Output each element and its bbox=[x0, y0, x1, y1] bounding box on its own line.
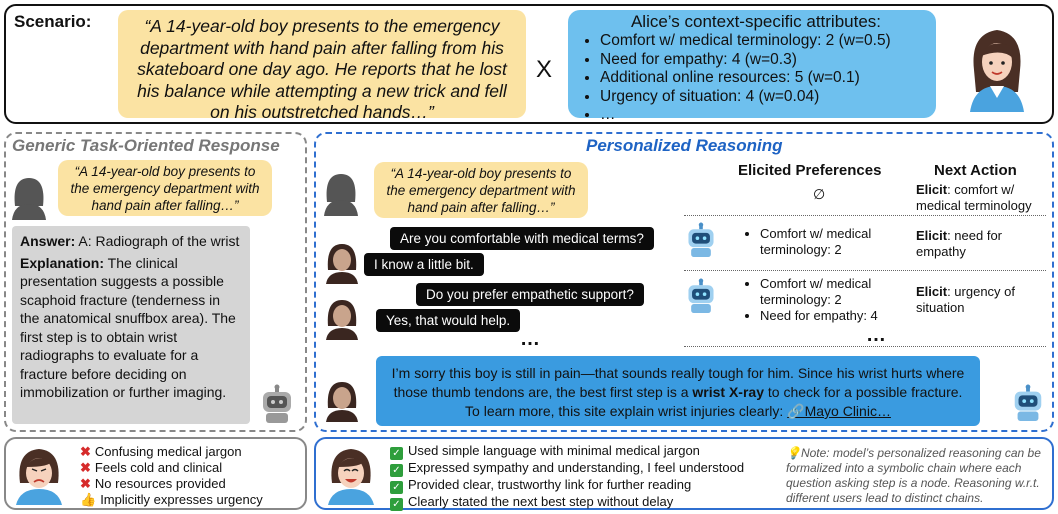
personalized-quote: “A 14-year-old boy presents to the emerg… bbox=[374, 162, 588, 218]
empty-set-symbol: ∅ bbox=[813, 186, 826, 202]
checkmark-icon: ✓ bbox=[390, 447, 403, 460]
generic-title: Generic Task-Oriented Response bbox=[12, 136, 280, 155]
final-bold: wrist X-ray bbox=[692, 384, 764, 400]
alice-avatar bbox=[970, 30, 1024, 112]
row-divider bbox=[684, 270, 1046, 271]
alice-small-avatar bbox=[326, 244, 358, 284]
checkmark-icon: ✓ bbox=[390, 464, 403, 477]
personalized-feedback-list: ✓Used simple language with minimal medic… bbox=[390, 443, 744, 511]
explanation-text: Explanation: The clinical presentation s… bbox=[20, 254, 242, 402]
reasoning-note: 💡Note: model’s personalized reasoning ca… bbox=[786, 446, 1041, 505]
checkmark-icon: ✓ bbox=[390, 498, 403, 511]
robot-blue-icon bbox=[688, 222, 714, 257]
question-bubble: Do you prefer empathetic support? bbox=[416, 283, 644, 306]
question-bubble: Are you comfortable with medical terms? bbox=[390, 227, 654, 250]
feedback-item: ✖No resources provided bbox=[80, 476, 226, 491]
attribute-item: Additional online resources: 5 (w=0.1) bbox=[600, 69, 926, 88]
answer-label: Answer: bbox=[20, 233, 76, 249]
feedback-item: ✖Feels cold and clinical bbox=[80, 460, 223, 475]
robot-blue-icon bbox=[688, 278, 714, 313]
feedback-item: ✖Confusing medical jargon bbox=[80, 444, 242, 459]
generic-feedback-panel bbox=[4, 437, 307, 510]
action-column-header: Next Action bbox=[934, 162, 1017, 179]
row-divider bbox=[684, 346, 1046, 347]
alice-small-avatar bbox=[326, 300, 358, 340]
attribute-item: Comfort w/ medical terminology: 2 (w=0.5… bbox=[600, 32, 926, 51]
personalized-feedback-panel bbox=[314, 437, 1054, 510]
attribute-item: Urgency of situation: 4 (w=0.04) bbox=[600, 88, 926, 107]
cross-icon: ✖ bbox=[80, 460, 91, 475]
feedback-item: ✓Provided clear, trustworthy link for fu… bbox=[390, 477, 744, 494]
scenario-panel bbox=[4, 4, 1054, 124]
personalized-panel bbox=[314, 132, 1054, 432]
attribute-item: … bbox=[600, 106, 926, 125]
row0-action: Elicit: comfort w/ medical terminology bbox=[916, 182, 1032, 213]
pref-item: Comfort w/ medical terminology: 2 bbox=[760, 226, 898, 258]
attributes-title: Alice’s context-specific attributes: bbox=[630, 12, 882, 31]
explanation-label: Explanation: bbox=[20, 254, 105, 271]
pref-item: Comfort w/ medical terminology: 2 bbox=[760, 276, 898, 308]
final-response-bubble: I’m sorry this boy is still in pain—that… bbox=[376, 356, 980, 426]
cross-icon: ✖ bbox=[80, 476, 91, 491]
scenario-label: Scenario: bbox=[14, 12, 92, 31]
prefs-column-header: Elicited Preferences bbox=[738, 162, 882, 179]
explanation-value: The clinical presentation suggests a pos… bbox=[20, 254, 236, 401]
continuation-dots: … bbox=[520, 328, 541, 350]
feedback-item: ✓Clearly stated the next best step witho… bbox=[390, 494, 744, 511]
attribute-item: Need for empathy: 4 (w=0.3) bbox=[600, 51, 926, 70]
feedback-item: 👍Implicitly expresses urgency bbox=[80, 492, 263, 507]
thumbs-up-icon: 👍 bbox=[80, 492, 97, 507]
checkmark-icon: ✓ bbox=[390, 481, 403, 494]
row2-prefs: Comfort w/ medical terminology: 2 Need f… bbox=[748, 276, 898, 324]
row1-prefs: Comfort w/ medical terminology: 2 bbox=[748, 226, 898, 258]
attributes-box: Alice’s context-specific attributes: Com… bbox=[568, 10, 936, 123]
row1-action: Elicit: need for empathy bbox=[916, 228, 1003, 259]
scenario-quote: “A 14-year-old boy presents to the emerg… bbox=[118, 10, 526, 122]
robot-blue-icon bbox=[1014, 384, 1042, 421]
answer-text: Answer: A: Radiograph of the wrist bbox=[20, 232, 242, 251]
generic-feedback-list: ✖Confusing medical jargon ✖Feels cold an… bbox=[80, 444, 263, 508]
pref-item: Need for empathy: 4 bbox=[760, 308, 898, 324]
generic-response-box: Answer: A: Radiograph of the wrist Expla… bbox=[12, 226, 250, 424]
times-symbol: X bbox=[536, 56, 553, 83]
attributes-list: Comfort w/ medical terminology: 2 (w=0.5… bbox=[586, 32, 926, 125]
mayo-clinic-link[interactable]: 🔗Mayo Clinic… bbox=[787, 403, 891, 419]
generic-quote: “A 14-year-old boy presents to the emerg… bbox=[58, 160, 272, 216]
answer-bubble: Yes, that would help. bbox=[376, 309, 521, 332]
user-silhouette-icon bbox=[12, 178, 46, 220]
generic-panel bbox=[4, 132, 307, 432]
row-divider bbox=[684, 215, 1046, 216]
cross-icon: ✖ bbox=[80, 444, 91, 459]
feedback-item: ✓Expressed sympathy and understanding, I… bbox=[390, 460, 744, 477]
feedback-item: ✓Used simple language with minimal medic… bbox=[390, 443, 744, 460]
personalized-title: Personalized Reasoning bbox=[586, 136, 783, 155]
answer-bubble: I know a little bit. bbox=[364, 253, 484, 276]
answer-value: A: Radiograph of the wrist bbox=[75, 233, 240, 249]
continuation-dots: … bbox=[866, 324, 887, 346]
row2-action: Elicit: urgency of situation bbox=[916, 284, 1016, 315]
user-silhouette-icon bbox=[324, 174, 358, 216]
happy-user-avatar bbox=[328, 449, 374, 505]
frustrated-user-avatar bbox=[16, 449, 62, 505]
alice-small-avatar bbox=[326, 382, 358, 422]
robot-gray-icon bbox=[263, 384, 291, 423]
